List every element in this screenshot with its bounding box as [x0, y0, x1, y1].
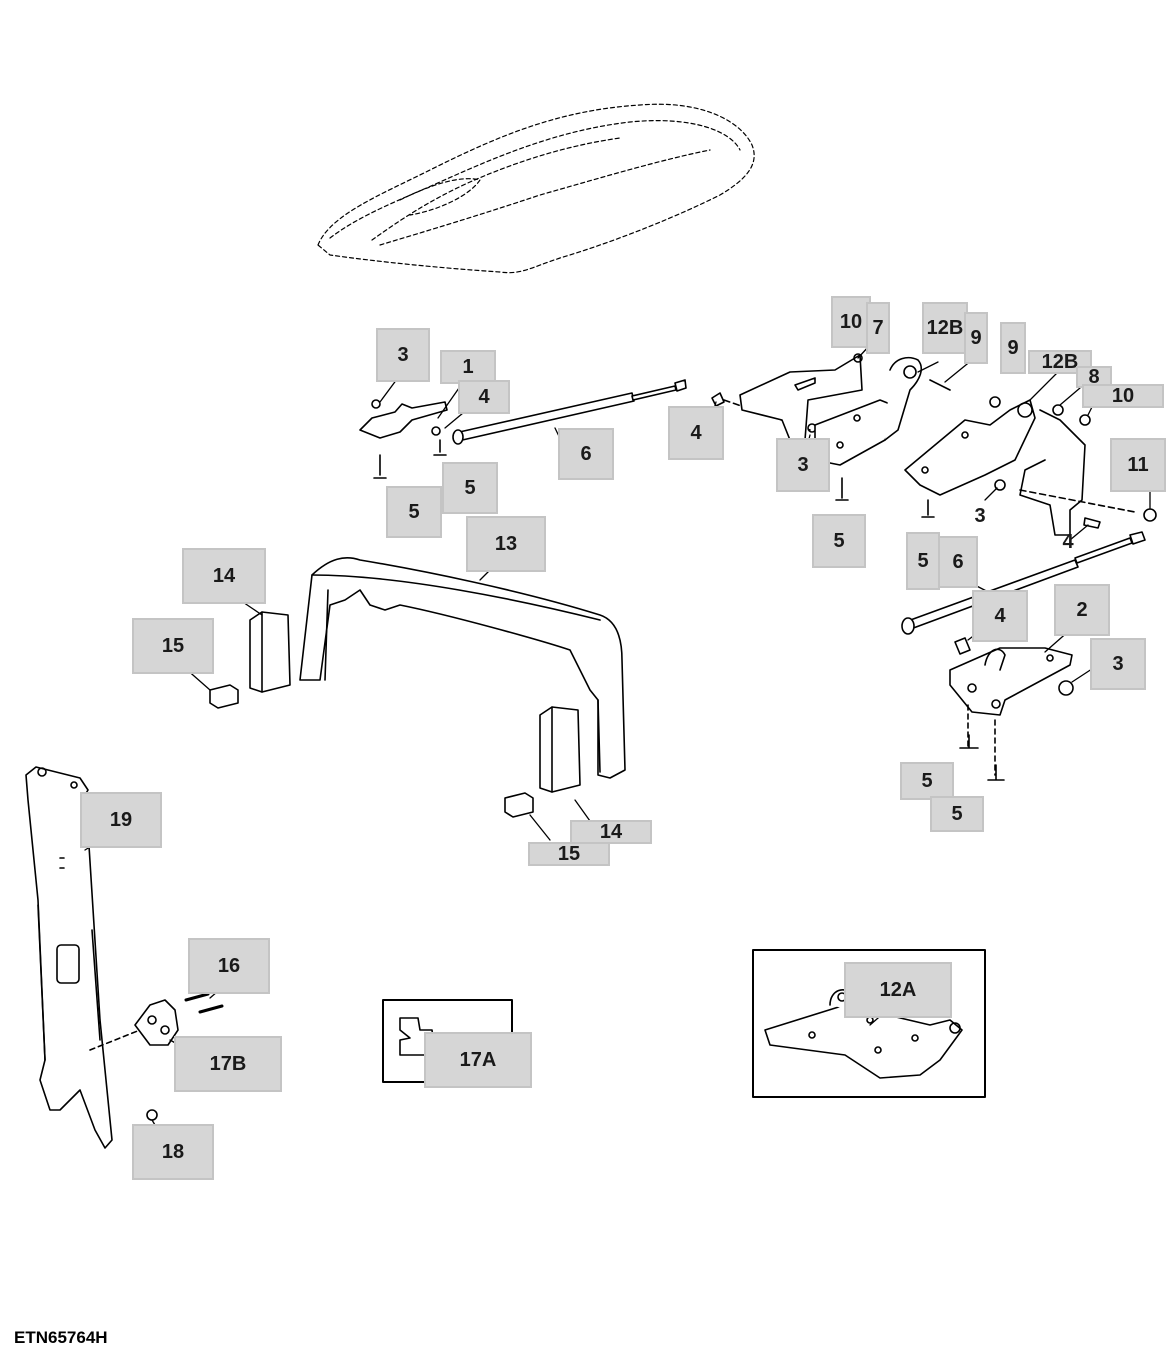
callout-3: 3 [776, 438, 830, 492]
callout-9: 9 [1000, 322, 1026, 374]
callout-3: 3 [376, 328, 430, 382]
callout-15: 15 [528, 842, 610, 866]
callout-3: 3 [974, 504, 986, 527]
callout-6: 6 [558, 428, 614, 480]
callout-6: 6 [938, 536, 978, 588]
callout-19: 19 [80, 792, 162, 848]
latch-assembly [89, 992, 224, 1121]
callout-13: 13 [466, 516, 546, 572]
callout-17a: 17A [424, 1032, 532, 1088]
callout-9: 9 [964, 312, 988, 364]
front-frame-arch [299, 557, 626, 779]
callout-17b: 17B [174, 1036, 282, 1092]
callout-2: 2 [1054, 584, 1110, 636]
callout-5: 5 [906, 532, 940, 590]
callout-4: 4 [458, 380, 510, 414]
callout-12b: 12B [1028, 350, 1092, 374]
callout-5: 5 [930, 796, 984, 832]
callout-1: 1 [440, 350, 496, 384]
callout-7: 7 [866, 302, 890, 354]
callout-5: 5 [442, 462, 498, 514]
callout-15: 15 [132, 618, 214, 674]
callout-10: 10 [1082, 384, 1164, 408]
callout-5: 5 [900, 762, 954, 800]
left-hinge-assembly [359, 399, 448, 479]
figure-code: ETN65764H [14, 1328, 108, 1347]
callout-3: 3 [1090, 638, 1146, 690]
side-pad-left [209, 611, 291, 709]
center-right-bracket [739, 353, 951, 501]
callout-4: 4 [972, 590, 1028, 642]
callout-12b: 12B [922, 302, 968, 354]
callout-16: 16 [188, 938, 270, 994]
callout-11: 11 [1110, 438, 1166, 492]
right-hinge-bracket [904, 396, 1157, 536]
callout-18: 18 [132, 1124, 214, 1180]
lower-right-hinge-plate [949, 647, 1074, 781]
callout-14: 14 [570, 820, 652, 844]
hood-outline [317, 103, 755, 274]
callout-4: 4 [1062, 530, 1074, 553]
callout-4: 4 [668, 406, 724, 460]
callout-14: 14 [182, 548, 266, 604]
callout-5: 5 [386, 486, 442, 538]
callout-10: 10 [831, 296, 871, 348]
callout-12a: 12A [844, 962, 952, 1018]
callout-5: 5 [812, 514, 866, 568]
vertical-support-frame [25, 766, 113, 1149]
side-pad-right [504, 706, 581, 818]
